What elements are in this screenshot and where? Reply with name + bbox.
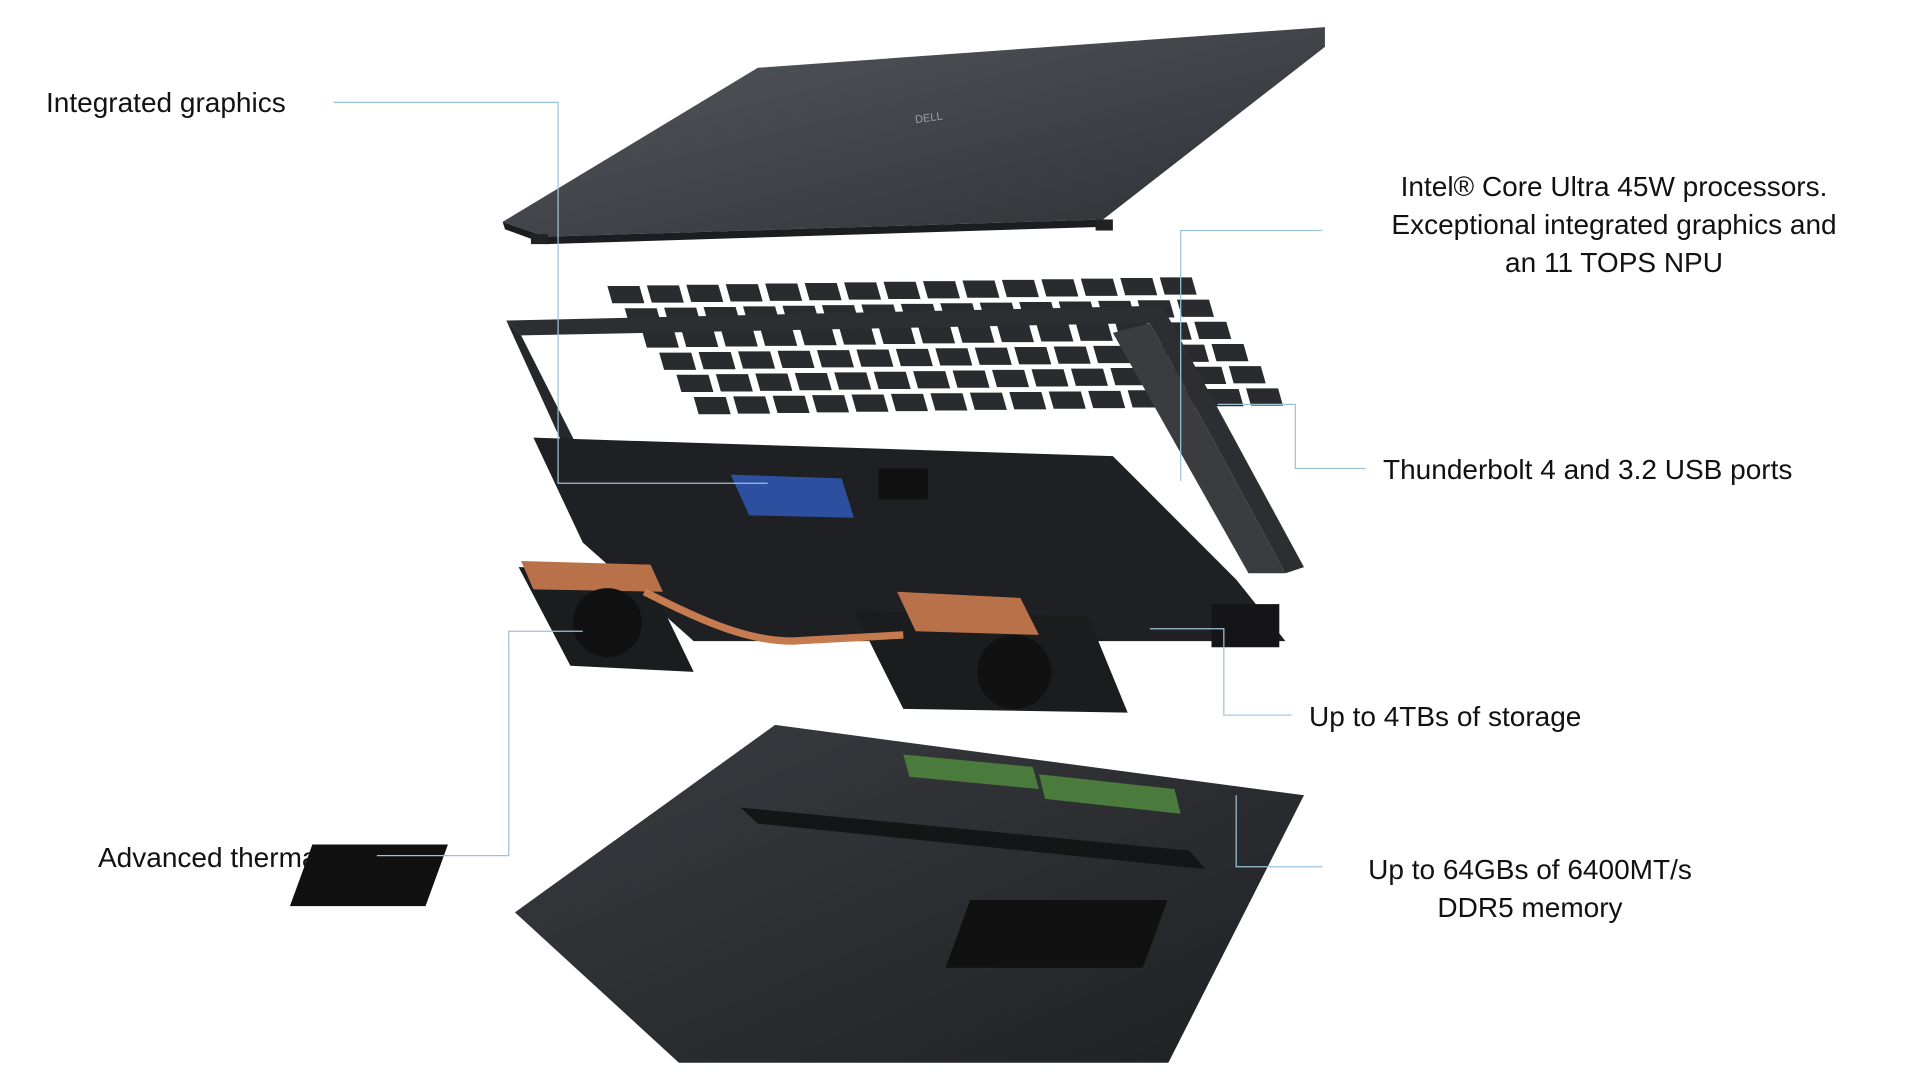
keyboard-key xyxy=(883,281,921,299)
callout-integrated-graphics: Integrated graphics xyxy=(46,87,286,118)
keyboard-key xyxy=(725,284,763,302)
laptop-lid: DELL xyxy=(502,27,1325,245)
keyboard-key xyxy=(1176,299,1214,317)
keyboard-key xyxy=(856,349,894,367)
keyboard-key xyxy=(1093,345,1131,364)
keyboard-key xyxy=(646,285,684,303)
keyboard-key xyxy=(913,371,951,389)
keyboard-key xyxy=(804,282,842,301)
keyboard-key xyxy=(607,286,645,304)
callout-storage: Up to 4TBs of storage xyxy=(1309,701,1582,732)
keyboard-key xyxy=(878,326,916,344)
keyboard-key xyxy=(794,372,832,391)
keyboard-key xyxy=(1036,324,1074,342)
keyboard-key xyxy=(895,348,933,367)
callout-memory-line: DDR5 memory xyxy=(1437,892,1623,923)
keyboard-key xyxy=(935,348,973,366)
keyboard-key xyxy=(733,396,771,414)
keyboard-key xyxy=(686,284,724,303)
keyboard-key xyxy=(923,281,960,299)
keyboard-key xyxy=(720,329,758,347)
cpu-chip xyxy=(730,474,854,518)
keyboard-key xyxy=(772,395,810,414)
leader-lines xyxy=(333,101,1366,868)
keyboard-key xyxy=(996,324,1034,343)
callout-processor: Intel® Core Ultra 45W processors. Except… xyxy=(1391,168,1836,282)
keyboard-key xyxy=(1246,388,1284,406)
keyboard-key xyxy=(844,282,882,300)
callout-processor-line: Intel® Core Ultra 45W processors. xyxy=(1400,171,1828,202)
keyboard-key xyxy=(952,370,990,388)
callout-memory-line: Up to 64GBs of 6400MT/s xyxy=(1368,854,1692,885)
keyboard-key xyxy=(1080,278,1118,296)
keyboard-key xyxy=(930,393,968,411)
keyboard-key xyxy=(799,327,837,346)
keyboard-key xyxy=(681,329,719,348)
keyboard-key xyxy=(755,373,793,391)
keyboard-key xyxy=(715,374,753,392)
thermal-assembly xyxy=(518,560,1128,713)
keyboard-key xyxy=(676,374,714,393)
ram-module-1 xyxy=(903,754,1039,790)
keyboard-key xyxy=(777,350,815,369)
keyboard-key xyxy=(816,350,854,368)
keyboard-key xyxy=(641,330,679,348)
keyboard-key xyxy=(1031,369,1069,387)
keyboard-key xyxy=(851,394,889,412)
keyboard-key xyxy=(1001,279,1039,298)
keyboard-key xyxy=(992,369,1030,388)
ram-module-2 xyxy=(1038,774,1181,814)
keyboard-key xyxy=(1070,368,1108,386)
keyboard-key xyxy=(1014,347,1052,365)
keyboard-key xyxy=(839,327,877,345)
keyboard-key xyxy=(918,326,956,344)
keyboard-key xyxy=(812,395,850,413)
keyboard-key xyxy=(1053,346,1091,364)
dell-logo: DELL xyxy=(914,111,943,127)
keyboard xyxy=(607,277,1284,415)
keyboard-key xyxy=(1009,392,1047,410)
keyboard-key xyxy=(1194,321,1232,340)
keyboard-key xyxy=(760,328,798,346)
keyboard-key xyxy=(957,325,995,343)
keyboard-key xyxy=(738,351,776,369)
motherboard xyxy=(533,437,1286,648)
keyboard-key xyxy=(698,351,736,370)
callout-processor-line: an 11 TOPS NPU xyxy=(1505,247,1723,278)
keyboard-key xyxy=(890,393,928,412)
keyboard-key xyxy=(659,352,697,370)
keyboard-key xyxy=(1159,277,1197,295)
callout-processor-line: Exceptional integrated graphics and xyxy=(1391,209,1837,240)
callout-ports: Thunderbolt 4 and 3.2 USB ports xyxy=(1383,454,1793,485)
callout-memory: Up to 64GBs of 6400MT/s DDR5 memory xyxy=(1368,851,1692,927)
keyboard-key xyxy=(1211,343,1249,362)
keyboard-key xyxy=(693,396,731,415)
keyboard-key xyxy=(1088,390,1126,409)
keyboard-key xyxy=(1041,279,1079,297)
keyboard-key xyxy=(765,283,803,301)
keyboard-key xyxy=(1075,323,1113,341)
keyboard-key xyxy=(1206,388,1244,407)
keyboard-key xyxy=(962,280,1000,298)
keyboard-key xyxy=(1228,366,1266,384)
keyboard-key xyxy=(1048,391,1086,409)
keyboard-key xyxy=(1120,278,1158,296)
keyboard-key xyxy=(873,371,911,389)
keyboard-key xyxy=(974,347,1012,365)
laptop-base xyxy=(289,724,1304,1063)
keyboard-key xyxy=(834,372,872,390)
keyboard-key xyxy=(969,392,1007,410)
callout-thermals: Advanced thermals xyxy=(98,842,338,873)
